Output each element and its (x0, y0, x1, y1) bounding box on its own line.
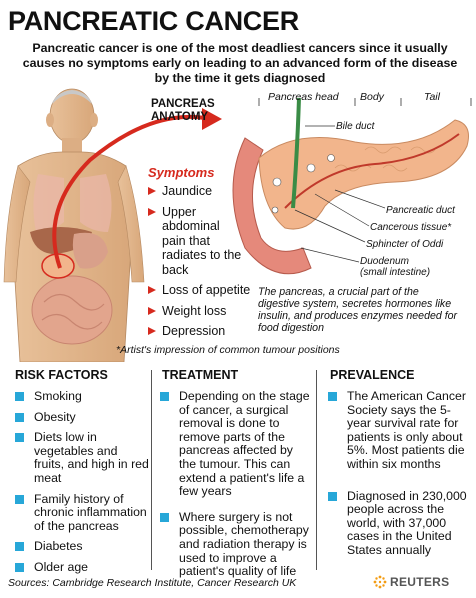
risk-factor-item: Obesity (15, 410, 150, 425)
prevalence-item: Diagnosed in 230,000 people across the w… (328, 489, 468, 558)
prevalence-list: The American Cancer Society says the 5-y… (328, 389, 468, 558)
risk-factor-item: Diets low in vegetables and fruits, and … (15, 430, 150, 485)
anatomy-heading: PANCREAS ANATOMY (151, 98, 215, 124)
anatomy-heading-line2: ANATOMY (151, 111, 209, 123)
risk-factors-heading: RISK FACTORS (15, 368, 108, 382)
prevalence-heading: PREVALENCE (330, 368, 415, 382)
callout-duodenum-line2: (small intestine) (360, 267, 431, 278)
risk-factor-item: Diabetes (15, 540, 150, 554)
risk-factor-item: Family history of chronic inflammation o… (15, 492, 150, 534)
callout-duodenum: Duodenum (small intestine) (360, 256, 430, 278)
page-title: PANCREATIC CANCER (8, 6, 299, 36)
column-divider (151, 370, 152, 570)
symptom-item: Jaundice (148, 184, 266, 199)
symptom-item: Weight loss (148, 304, 266, 319)
callout-sphincter: Sphincter of Oddi (366, 239, 444, 250)
risk-factor-item: Smoking (15, 389, 150, 404)
risk-factors-list: Smoking Obesity Diets low in vegetables … (15, 389, 150, 575)
risk-factor-item: Older age (15, 560, 150, 575)
symptoms-heading: Symptoms (148, 165, 215, 180)
symptoms-list: Jaundice Upper abdominal pain that radia… (148, 184, 266, 345)
symptom-item: Depression (148, 324, 266, 339)
pancreas-description: The pancreas, a crucial part of the dige… (258, 286, 458, 334)
treatment-heading: TREATMENT (162, 368, 239, 382)
pancreas-anatomy-illustration (232, 98, 472, 275)
treatment-item: Depending on the stage of cancer, a surg… (160, 389, 310, 499)
column-divider (316, 370, 317, 570)
callout-pancreatic-duct: Pancreatic duct (386, 205, 455, 216)
prevalence-item: The American Cancer Society says the 5-y… (328, 389, 468, 472)
anatomy-heading-line1: PANCREAS (151, 98, 215, 110)
callout-duodenum-line1: Duodenum (360, 256, 409, 267)
page-subtitle: Pancreatic cancer is one of the most dea… (22, 41, 458, 85)
treatment-list: Depending on the stage of cancer, a surg… (160, 389, 310, 579)
human-figure-illustration (3, 88, 145, 362)
callout-bile-duct: Bile duct (336, 121, 375, 132)
symptom-item: Upper abdominal pain that radiates to th… (148, 205, 244, 278)
callout-cancerous-tissue: Cancerous tissue* (370, 222, 452, 233)
brand-label: REUTERS (390, 575, 450, 589)
symptom-item: Loss of appetite (148, 283, 266, 298)
artist-note: *Artist's impression of common tumour po… (116, 344, 340, 356)
region-label-head: Pancreas head (268, 91, 339, 103)
sources-footnote: Sources: Cambridge Research Institute, C… (8, 577, 297, 589)
region-label-body: Body (360, 91, 384, 103)
reuters-logo-icon (373, 575, 387, 589)
region-label-tail: Tail (424, 91, 440, 103)
treatment-item: Where surgery is not possible, chemother… (160, 510, 310, 579)
